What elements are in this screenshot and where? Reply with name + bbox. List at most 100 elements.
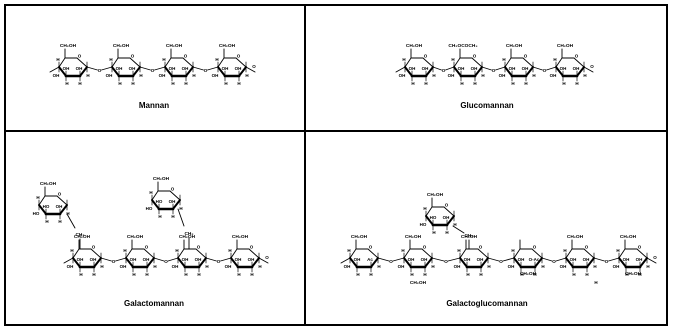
atom-label: CH₂OH — [127, 234, 144, 240]
atom-label: CH₂OH — [427, 192, 444, 198]
glycosidic-oxygen: O — [217, 259, 221, 264]
bond-line — [177, 208, 185, 227]
atom-label: H — [401, 248, 404, 253]
bond-line — [555, 66, 564, 77]
atom-label: OH — [53, 73, 60, 78]
bond-line — [404, 57, 412, 68]
bond-line — [367, 248, 379, 259]
glycosidic-oxygen: O — [492, 68, 496, 73]
glycosidic-oxygen: O — [112, 259, 116, 264]
atom-label: O — [585, 245, 589, 250]
atom-label: OH — [56, 204, 63, 209]
atom-label: H — [250, 272, 253, 277]
atom-label: OH — [560, 264, 567, 269]
atom-label: CH₂OH — [506, 43, 523, 49]
bond-line — [100, 257, 112, 262]
atom-label: OH — [499, 73, 506, 78]
bond-line — [522, 57, 534, 68]
bond-line — [425, 66, 434, 77]
bond-line — [66, 213, 76, 229]
bond-line — [452, 225, 465, 234]
atom-label: OH — [583, 257, 590, 262]
bond-line — [151, 190, 159, 201]
bond-line — [207, 66, 219, 71]
atom-label: H — [58, 219, 61, 224]
atom-label: OH — [471, 66, 478, 71]
atom-label: OH — [225, 264, 232, 269]
bond-line — [618, 248, 626, 259]
bond-line — [177, 248, 185, 259]
bond-line — [531, 248, 543, 259]
atom-label: H — [179, 206, 182, 211]
bond-line — [504, 66, 513, 77]
atom-label: O — [445, 203, 449, 208]
atom-label: O — [424, 54, 428, 59]
atom-label: H — [171, 214, 174, 219]
atom-label: OH — [464, 257, 471, 262]
atom-label: H — [377, 264, 380, 269]
glycosidic-oxygen: O — [204, 68, 208, 73]
atom-label: O — [250, 245, 254, 250]
bond-line — [593, 257, 605, 262]
grid-divider-vertical — [304, 6, 306, 324]
atom-label: OH — [63, 66, 70, 71]
atom-label: O — [524, 54, 528, 59]
glycosidic-oxygen: O — [164, 259, 168, 264]
bond-line — [349, 248, 357, 259]
atom-label: H — [132, 272, 135, 277]
atom-label: H — [145, 272, 148, 277]
bond-line — [349, 257, 358, 268]
atom-label: O — [145, 245, 149, 250]
atom-label: H — [487, 264, 490, 269]
bond-line — [377, 257, 390, 262]
bond-line — [72, 248, 80, 259]
atom-label: H — [562, 81, 565, 86]
bond-line — [495, 66, 506, 71]
bond-line — [471, 57, 483, 68]
atom-label: H — [153, 264, 156, 269]
glycosidic-oxygen: O — [444, 259, 448, 264]
atom-label: OH — [116, 66, 123, 71]
bond-line — [192, 66, 204, 71]
atom-label: OH — [421, 257, 428, 262]
atom-label: OH — [195, 257, 202, 262]
atom-label: OH — [354, 257, 361, 262]
bond-line — [258, 257, 269, 264]
bond-line — [177, 257, 186, 268]
atom-label: H — [511, 248, 514, 253]
atom-label: H — [432, 73, 435, 78]
bond-line — [586, 257, 595, 268]
atom-label: H — [479, 272, 482, 277]
ch2oh-label: CH₂OH — [520, 271, 537, 277]
atom-label: OH — [129, 66, 136, 71]
atom-label: O — [58, 192, 62, 197]
atom-label: O — [92, 245, 96, 250]
bond-line — [425, 206, 433, 217]
atom-label: H — [481, 73, 484, 78]
bond-line — [445, 66, 455, 71]
atom-label: H — [245, 73, 248, 78]
atom-label: H — [457, 248, 460, 253]
atom-label: OH — [448, 73, 455, 78]
atom-label: H — [171, 81, 174, 86]
bond-line — [532, 66, 543, 71]
atom-label: Ac — [367, 257, 373, 262]
atom-label: CH₂OCOCH₃ — [448, 43, 477, 49]
atom-label: OH — [222, 66, 229, 71]
bond-line — [143, 248, 155, 259]
bond-line — [370, 257, 379, 268]
bond-line — [403, 248, 411, 259]
atom-label: HO — [146, 206, 153, 211]
atom-label: OH — [408, 257, 415, 262]
atom-label: OH — [169, 66, 176, 71]
atom-label: H — [92, 272, 95, 277]
bond-line — [618, 257, 627, 268]
